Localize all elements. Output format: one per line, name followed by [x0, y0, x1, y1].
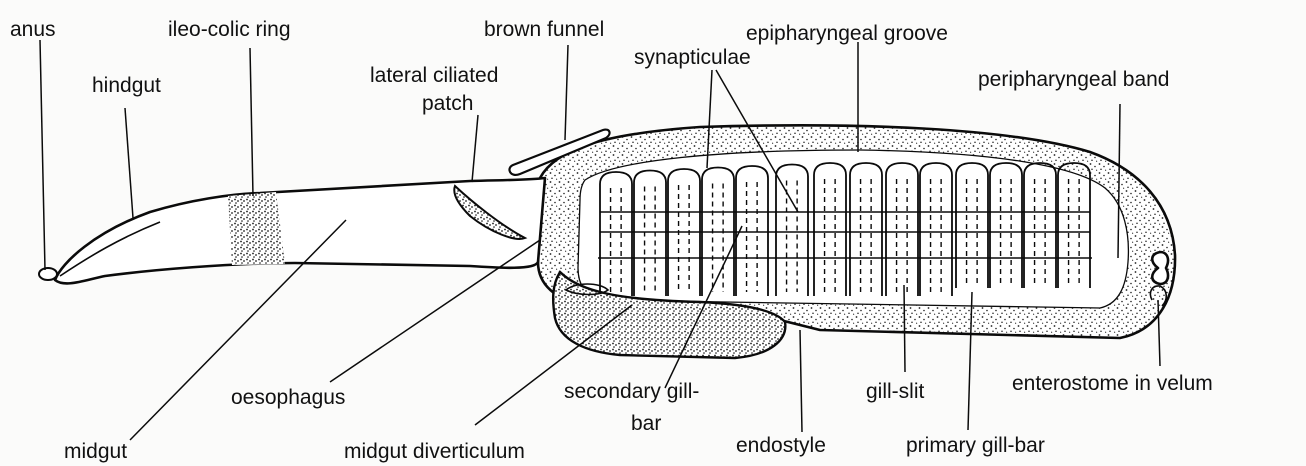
label-midgut-diverticulum: midgut diverticulum	[344, 440, 525, 463]
label-midgut: midgut	[64, 440, 127, 463]
label-epipharyngeal-groove: epipharyngeal groove	[746, 22, 948, 45]
label-brown-funnel: brown funnel	[484, 18, 604, 41]
label-enterostome-in-velum: enterostome in velum	[1012, 372, 1213, 395]
label-peripharyngeal-band: peripharyngeal band	[978, 68, 1169, 91]
label-anus: anus	[10, 18, 56, 41]
label-lateral-ciliated-patch-line1: lateral ciliated	[370, 64, 498, 87]
ileo-colic-ring-band	[228, 192, 285, 265]
label-ileo-colic-ring: ileo-colic ring	[168, 18, 291, 41]
pharynx-cavity	[578, 150, 1128, 308]
label-endostyle: endostyle	[736, 434, 826, 457]
label-lateral-ciliated-patch-line2: patch	[422, 92, 473, 115]
label-primary-gill-bar: primary gill-bar	[906, 434, 1045, 457]
label-oesophagus: oesophagus	[231, 386, 345, 409]
label-secondary-gill-bar-line1: secondary gill-	[564, 380, 699, 403]
label-synapticulae: synapticulae	[634, 46, 751, 69]
label-secondary-gill-bar-line2: bar	[631, 412, 661, 435]
label-hindgut: hindgut	[92, 74, 161, 97]
anus-opening	[39, 268, 57, 280]
label-gill-slit: gill-slit	[866, 380, 925, 403]
